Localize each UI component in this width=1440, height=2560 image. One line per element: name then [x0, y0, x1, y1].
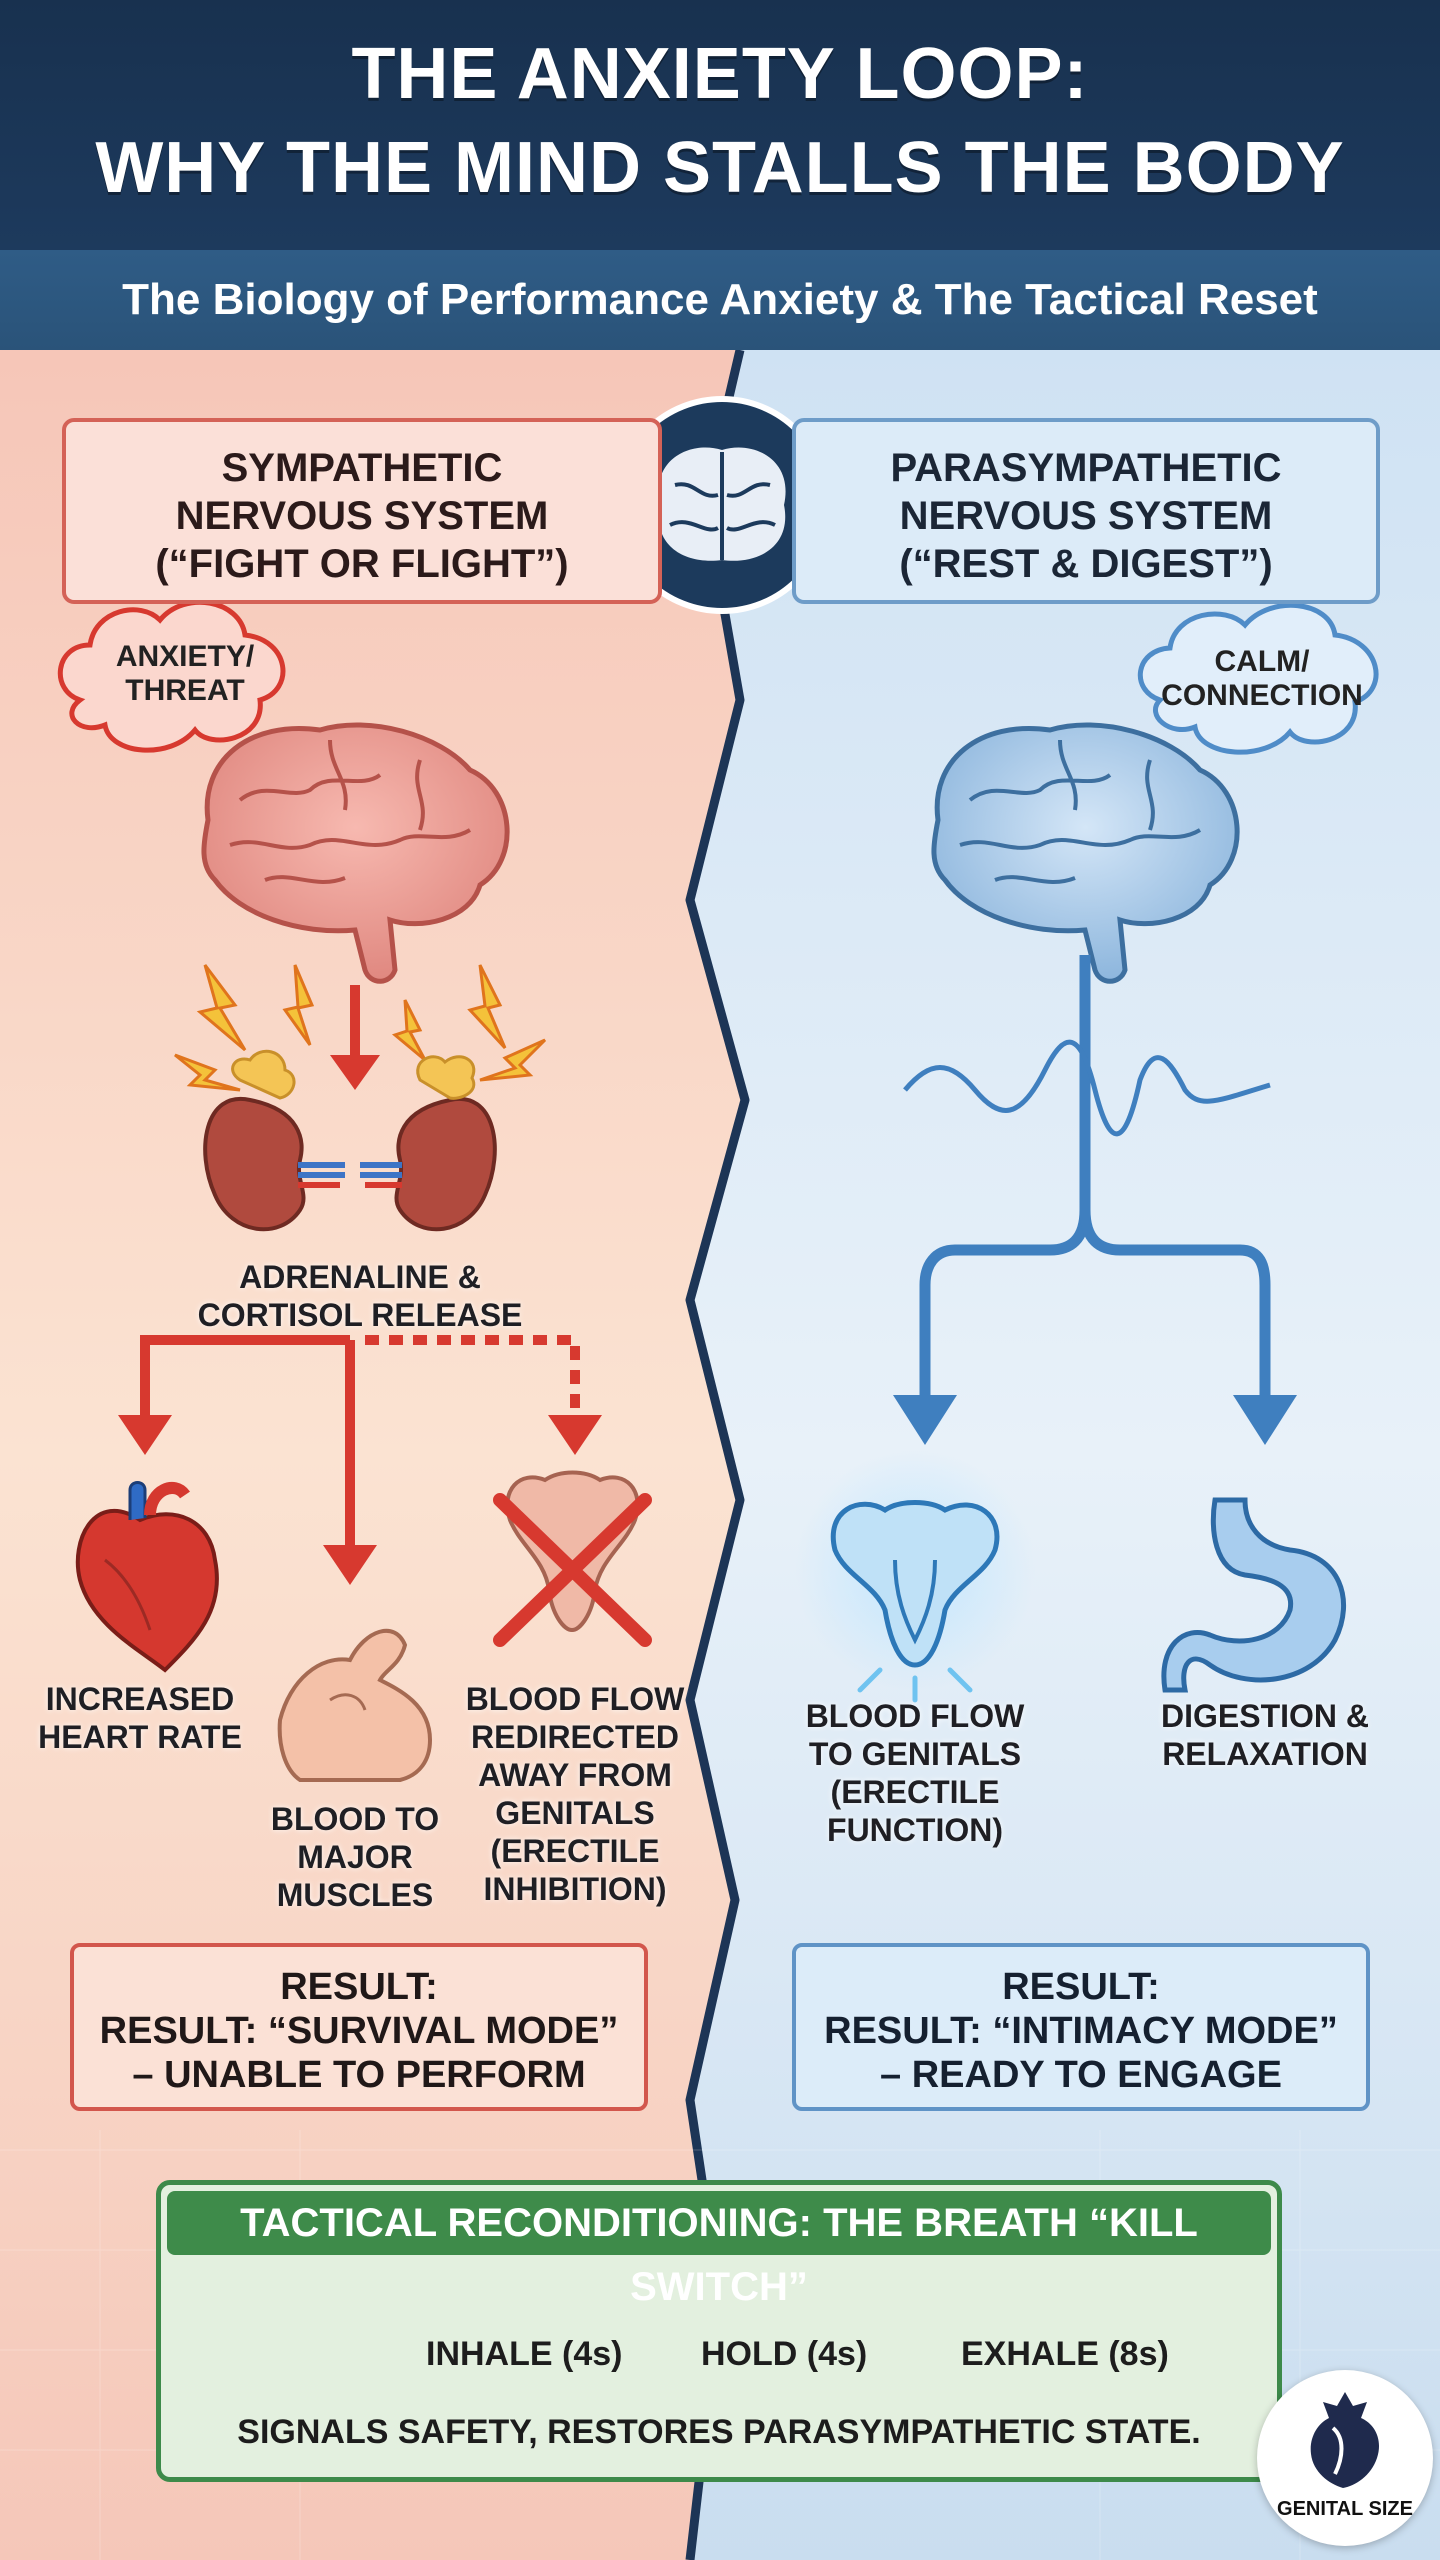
genital-icon — [795, 1450, 1035, 1703]
erectile-line-1: BLOOD FLOW — [805, 1698, 1025, 1734]
anxiety-cloud-line-2: THREAT — [125, 674, 245, 707]
calm-cloud-label: CALM/ CONNECTION — [1142, 645, 1382, 713]
blood-redirected-line-3: AWAY FROM — [478, 1757, 672, 1793]
sympathetic-title-2: NERVOUS SYSTEM — [175, 494, 549, 538]
blood-redirected-line-1: BLOOD FLOW — [465, 1681, 685, 1717]
exhale-step: EXHALE (8s) — [961, 2335, 1169, 2373]
survival-result-line-3: – UNABLE TO PERFORM — [132, 2054, 586, 2096]
survival-mode-result: RESULT: RESULT: “SURVIVAL MODE” – UNABLE… — [70, 1943, 648, 2111]
genital-crossed-icon — [493, 1470, 652, 1647]
heart-rate-line-2: HEART RATE — [38, 1719, 242, 1755]
intimacy-result-line-3: – READY TO ENGAGE — [880, 2054, 1282, 2096]
title-line-2: WHY THE MIND STALLS THE BODY — [95, 128, 1345, 208]
genital-size-logo: GENITAL SIZE — [1257, 2370, 1433, 2546]
muscles-line-2: MAJOR — [297, 1839, 413, 1875]
tactical-title: TACTICAL RECONDITIONING: THE BREATH “KIL… — [167, 2191, 1271, 2309]
erectile-line-4: FUNCTION) — [827, 1812, 1003, 1848]
title-line-1: THE ANXIETY LOOP: — [351, 34, 1089, 114]
parasympathetic-title-1: PARASYMPATHETIC — [890, 446, 1282, 490]
brain-anxious-icon — [201, 722, 510, 984]
adrenaline-line-2: CORTISOL RELEASE — [197, 1297, 523, 1333]
calm-cloud-line-2: CONNECTION — [1161, 679, 1363, 712]
muscles-label: BLOOD TO MAJOR MUSCLES — [255, 1800, 455, 1914]
survival-result-line-2: RESULT: “SURVIVAL MODE” — [99, 2010, 619, 2052]
heart-rate-line-1: INCREASED — [45, 1681, 235, 1717]
header-banner: THE ANXIETY LOOP: WHY THE MIND STALLS TH… — [0, 0, 1440, 250]
parasympathetic-title-box: PARASYMPATHETIC NERVOUS SYSTEM (“REST & … — [792, 418, 1380, 604]
parasympathetic-title-2: NERVOUS SYSTEM — [899, 494, 1273, 538]
blood-redirected-line-5: (ERECTILE — [490, 1833, 660, 1869]
blood-redirected-label: BLOOD FLOW REDIRECTED AWAY FROM GENITALS… — [460, 1680, 690, 1908]
muscles-line-3: MUSCLES — [276, 1877, 434, 1913]
inhale-step: INHALE (4s) — [426, 2335, 623, 2373]
erectile-function-label: BLOOD FLOW TO GENITALS (ERECTILE FUNCTIO… — [790, 1697, 1040, 1849]
blood-redirected-line-4: GENITALS — [495, 1795, 655, 1831]
blood-redirected-line-6: INHIBITION) — [483, 1871, 667, 1907]
vagus-nerve-line — [903, 955, 1271, 1400]
sympathetic-title-1: SYMPATHETIC — [221, 446, 503, 490]
sympathetic-title-3: (“FIGHT OR FLIGHT”) — [155, 542, 569, 586]
erectile-line-3: (ERECTILE — [830, 1774, 1000, 1810]
heart-icon — [75, 1481, 219, 1673]
flexed-arm-icon — [277, 1628, 433, 1782]
parasympathetic-title-3: (“REST & DIGEST”) — [899, 542, 1273, 586]
intimacy-mode-result: RESULT: RESULT: “INTIMACY MODE” – READY … — [792, 1943, 1370, 2111]
sympathetic-branch-arrows — [140, 1335, 580, 1550]
heart-rate-label: INCREASED HEART RATE — [30, 1680, 250, 1756]
logo-text: GENITAL SIZE — [1277, 2498, 1413, 2520]
brain-calm-icon — [931, 722, 1240, 984]
intimacy-result-line-2: RESULT: “INTIMACY MODE” — [824, 2010, 1338, 2052]
calm-cloud-line-1: CALM/ — [1214, 645, 1310, 678]
digestion-line-2: RELAXATION — [1162, 1736, 1368, 1772]
tactical-reconditioning-panel: TACTICAL RECONDITIONING: THE BREATH “KIL… — [156, 2180, 1282, 2482]
subtitle: The Biology of Performance Anxiety & The… — [0, 250, 1440, 350]
adrenaline-label: ADRENALINE & CORTISOL RELEASE — [160, 1258, 560, 1334]
kidney-adrenal-icon — [203, 1049, 497, 1232]
digestion-line-1: DIGESTION & — [1160, 1698, 1369, 1734]
digestion-label: DIGESTION & RELAXATION — [1140, 1697, 1390, 1773]
logo-emblem-icon — [1310, 2392, 1380, 2488]
anxiety-cloud-line-1: ANXIETY/ — [115, 640, 255, 673]
brain-icon — [613, 396, 831, 614]
intimacy-result-line-1: RESULT: — [1002, 1966, 1160, 2008]
zigzag-divider — [685, 350, 750, 2560]
blood-redirected-line-2: REDIRECTED — [470, 1719, 679, 1755]
hold-step: HOLD (4s) — [701, 2335, 868, 2373]
anxiety-cloud-label: ANXIETY/ THREAT — [70, 640, 300, 708]
erectile-line-2: TO GENITALS — [808, 1736, 1022, 1772]
stomach-icon — [1161, 1497, 1346, 1693]
adrenaline-line-1: ADRENALINE & — [239, 1259, 481, 1295]
tactical-footer: SIGNALS SAFETY, RESTORES PARASYMPATHETIC… — [237, 2413, 1201, 2451]
survival-result-line-1: RESULT: — [280, 1966, 438, 2008]
muscles-line-1: BLOOD TO — [270, 1801, 440, 1837]
sympathetic-title-box: SYMPATHETIC NERVOUS SYSTEM (“FIGHT OR FL… — [62, 418, 662, 604]
